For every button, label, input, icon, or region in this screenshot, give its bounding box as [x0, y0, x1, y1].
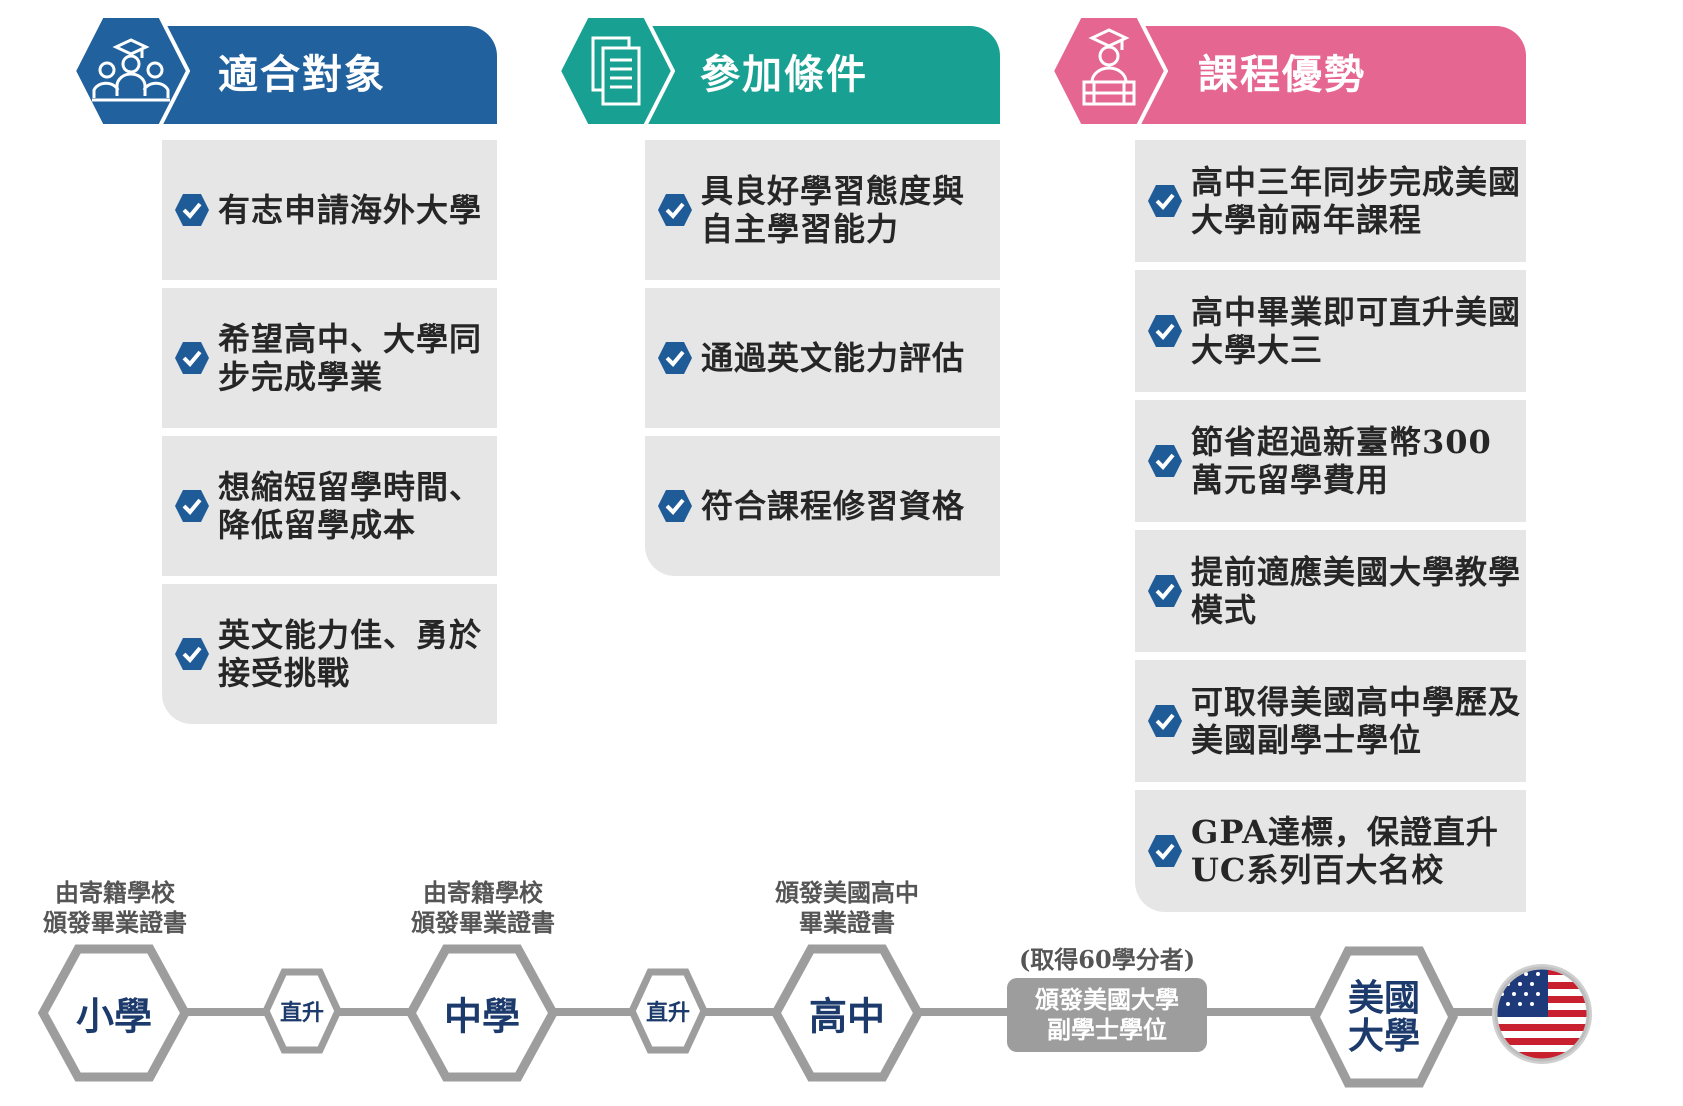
header-target-audience: 適合對象	[150, 26, 497, 124]
check-icon	[657, 192, 693, 228]
header-title-requirements: 參加條件	[700, 51, 868, 98]
check-icon	[1147, 443, 1183, 479]
list-item: 英文能力佳、勇於接受挑戰	[162, 584, 497, 724]
list-item-text: 符合課程修習資格	[701, 487, 966, 525]
list-item: 可取得美國高中學歷及美國副學士學位	[1135, 660, 1526, 782]
check-icon	[657, 340, 693, 376]
list-item-text: GPA達標，保證直升UC系列百大名校	[1191, 813, 1499, 889]
group-graduate-icon	[72, 12, 190, 130]
header-title-target-audience: 適合對象	[218, 51, 386, 98]
timeline-node-label: 小學	[75, 993, 152, 1039]
list-item-text: 希望高中、大學同步完成學業	[218, 320, 483, 396]
check-icon	[174, 488, 210, 524]
list-item: 節省超過新臺幣300萬元留學費用	[1135, 400, 1526, 522]
list-item-text: 節省超過新臺幣300萬元留學費用	[1191, 423, 1492, 499]
associate-degree-line: 頒發美國大學	[1035, 985, 1179, 1014]
timeline-connector: 直升	[262, 968, 342, 1054]
list-item-text: 英文能力佳、勇於接受挑戰	[218, 616, 483, 692]
timeline-connector-label: 直升	[279, 1000, 324, 1026]
documents-icon	[557, 12, 675, 130]
list-item: 提前適應美國大學教學模式	[1135, 530, 1526, 652]
check-icon	[1147, 183, 1183, 219]
list-item-text: 具良好學習態度與自主學習能力	[701, 172, 966, 248]
list-item: 具良好學習態度與自主學習能力	[645, 140, 1000, 280]
associate-degree-line: 副學士學位	[1047, 1015, 1167, 1044]
timeline-node-elementary: 小學	[38, 944, 190, 1082]
list-item: 高中畢業即可直升美國大學大三	[1135, 270, 1526, 392]
list-item: 想縮短留學時間、降低留學成本	[162, 436, 497, 576]
check-icon	[174, 192, 210, 228]
timeline-caption-high: 頒發美國高中 畢業證書	[775, 878, 919, 937]
timeline-node-label: 中學	[443, 993, 520, 1039]
associate-degree-note: (取得60學分者)	[1018, 945, 1196, 974]
timeline-node-middle: 中學	[406, 944, 558, 1082]
us-flag-icon	[1490, 962, 1594, 1066]
timeline-connector-label: 直升	[645, 1000, 690, 1026]
header-requirements: 參加條件	[635, 26, 1000, 124]
timeline-node-label: 美國 大學	[1347, 977, 1420, 1057]
check-icon	[657, 488, 693, 524]
list-item-text: 通過英文能力評估	[701, 339, 966, 377]
list-item-text: 想縮短留學時間、降低留學成本	[218, 468, 483, 544]
list-item-text: 高中三年同步完成美國大學前兩年課程	[1191, 163, 1522, 239]
timeline-caption-middle: 由寄籍學校 頒發畢業證書	[411, 878, 555, 937]
list-item: 符合課程修習資格	[645, 436, 1000, 576]
header-course-advantages: 課程優勢	[1128, 26, 1526, 124]
timeline-node-label: 高中	[808, 993, 885, 1039]
timeline-connector: 直升	[628, 968, 708, 1054]
check-icon	[174, 636, 210, 672]
check-icon	[174, 340, 210, 376]
associate-degree-pill: 頒發美國大學 副學士學位	[1007, 978, 1207, 1052]
timeline-node-us-university: 美國 大學	[1310, 946, 1458, 1088]
list-item: 通過英文能力評估	[645, 288, 1000, 428]
list-item: 高中三年同步完成美國大學前兩年課程	[1135, 140, 1526, 262]
graduate-books-icon	[1050, 12, 1168, 130]
check-icon	[1147, 313, 1183, 349]
timeline-node-high: 高中	[771, 944, 923, 1082]
list-item: 有志申請海外大學	[162, 140, 497, 280]
check-icon	[1147, 573, 1183, 609]
list-item-text: 可取得美國高中學歷及美國副學士學位	[1191, 683, 1522, 759]
list-item-text: 有志申請海外大學	[218, 191, 483, 229]
list-item-text: 提前適應美國大學教學模式	[1191, 553, 1522, 629]
check-icon	[1147, 703, 1183, 739]
list-item: GPA達標，保證直升UC系列百大名校	[1135, 790, 1526, 912]
header-title-course-advantages: 課程優勢	[1198, 51, 1366, 98]
list-item: 希望高中、大學同步完成學業	[162, 288, 497, 428]
timeline-caption-elementary: 由寄籍學校 頒發畢業證書	[43, 878, 187, 937]
list-item-text: 高中畢業即可直升美國大學大三	[1191, 293, 1522, 369]
check-icon	[1147, 833, 1183, 869]
